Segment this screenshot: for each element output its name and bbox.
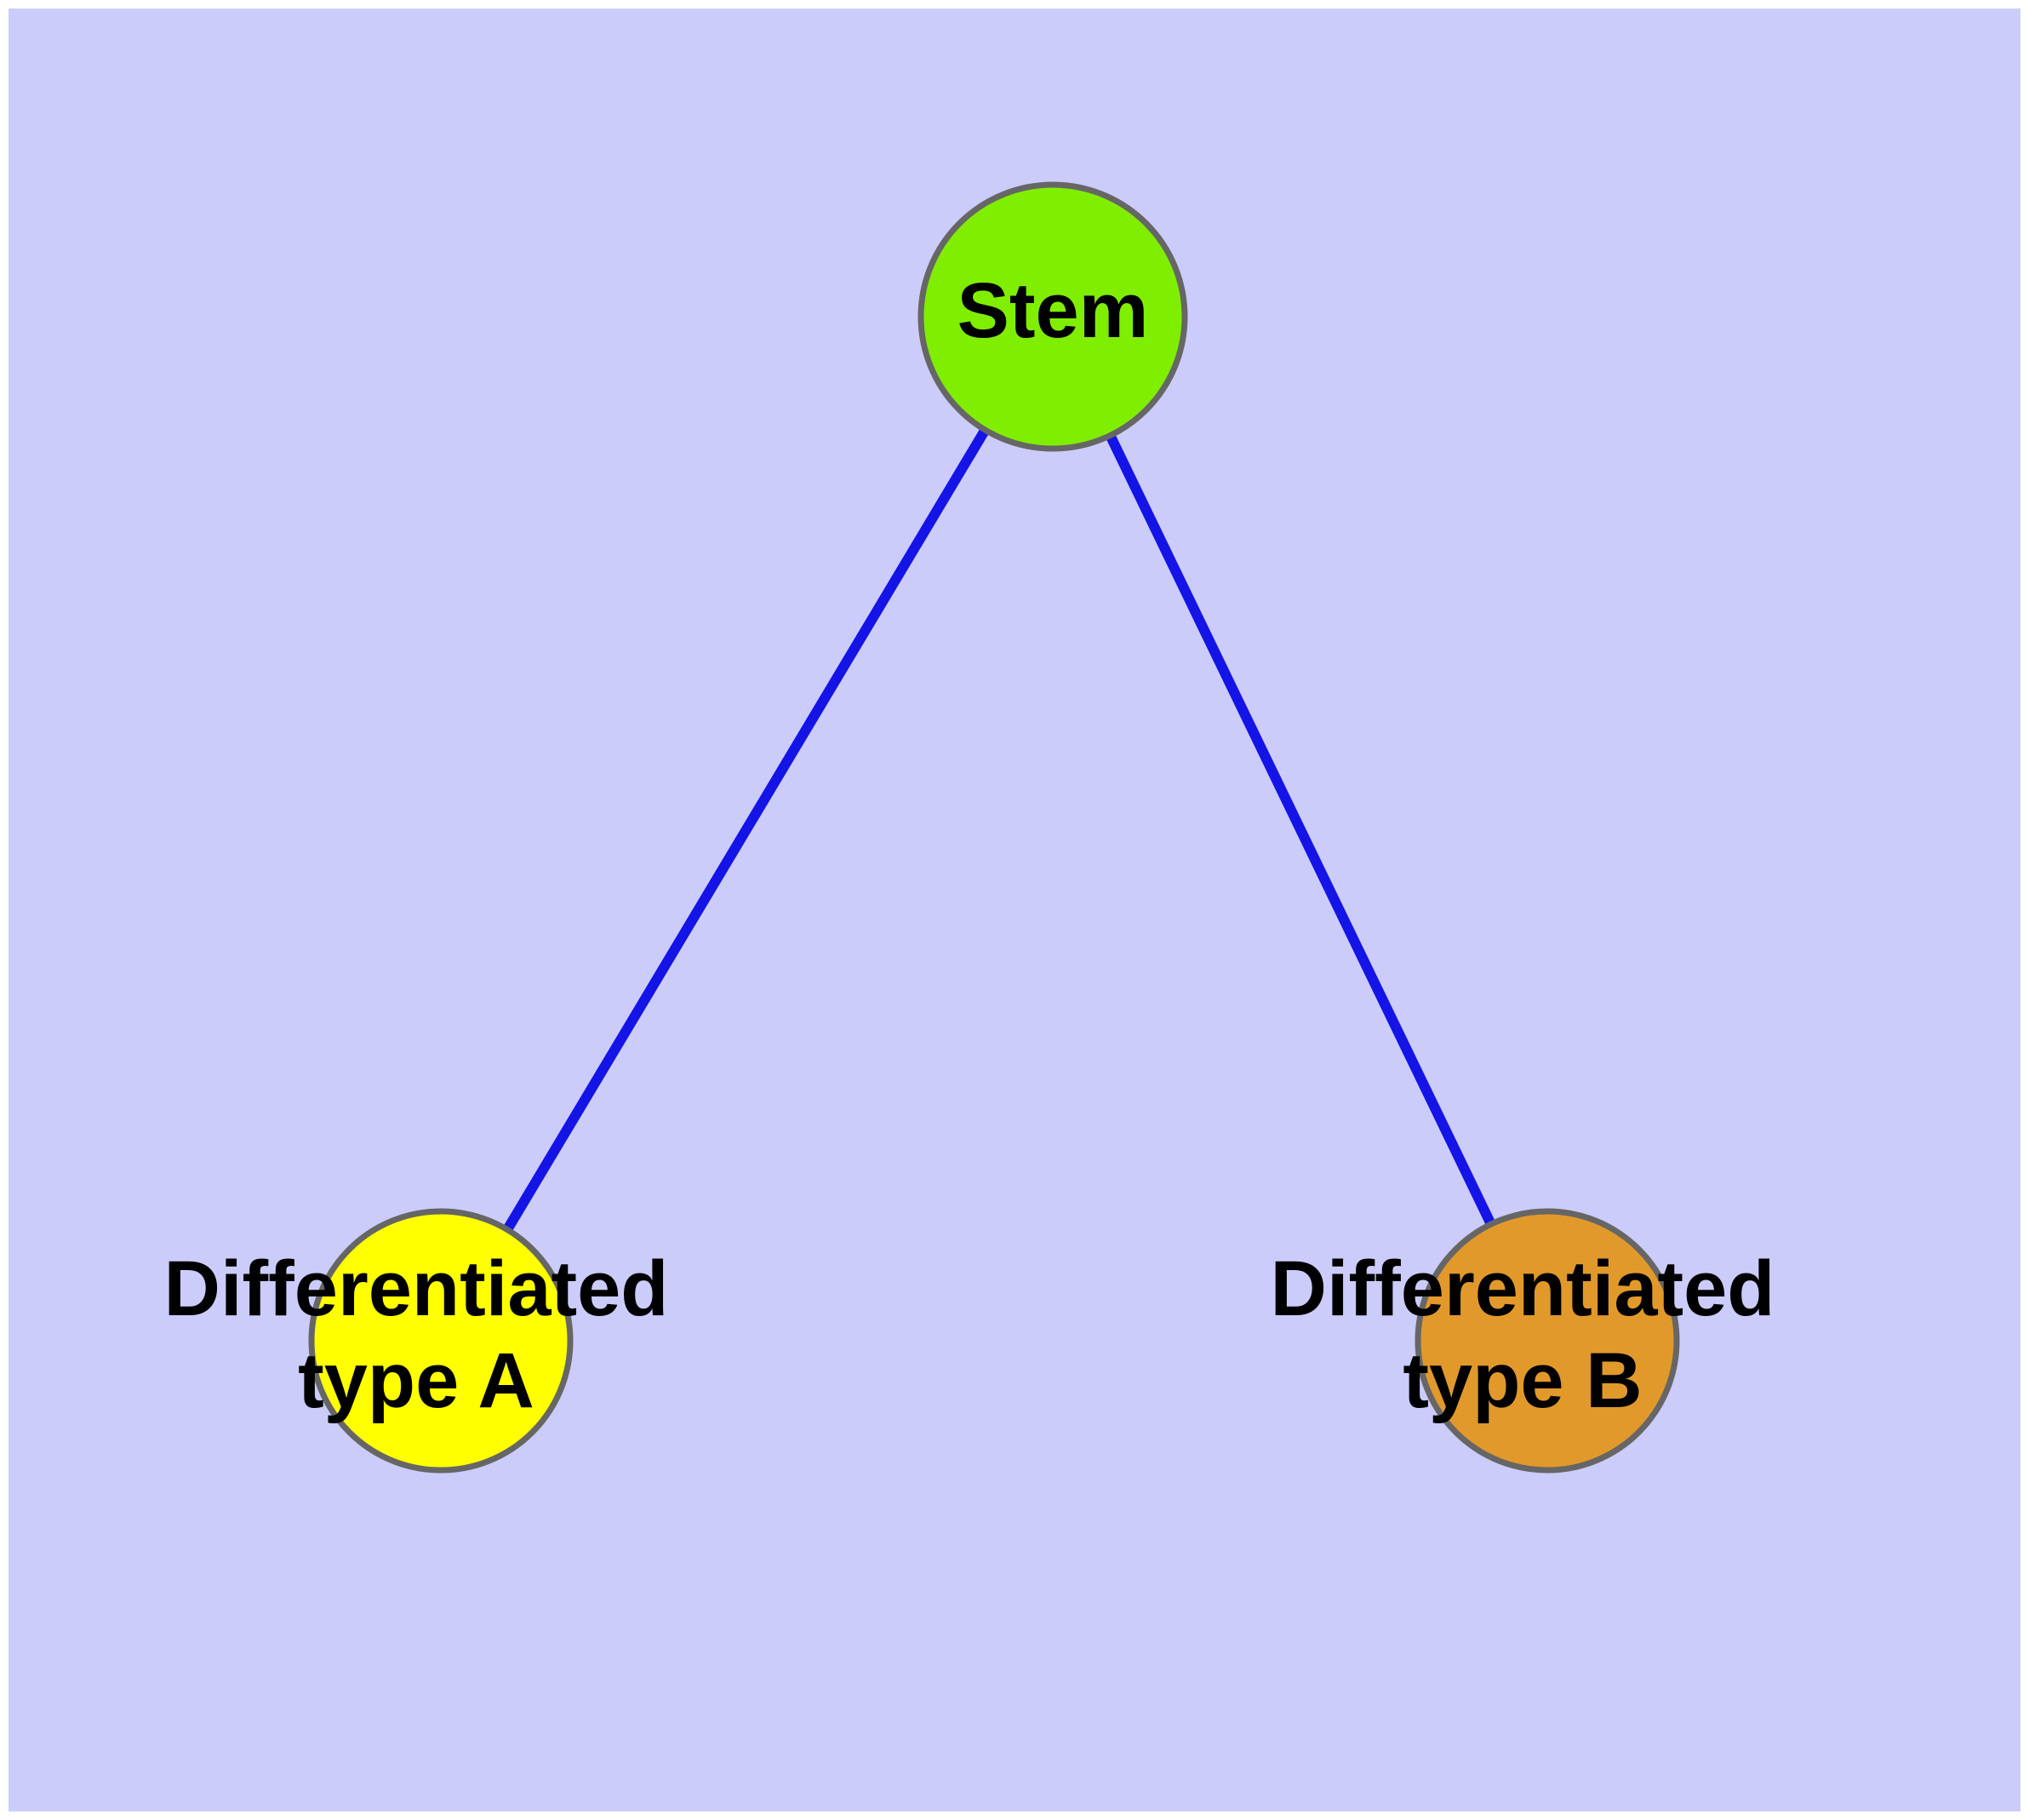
label-line: type A	[298, 1337, 534, 1424]
edge-layer	[436, 313, 1552, 1344]
node-layer	[308, 181, 1680, 1474]
graph-edge	[1048, 314, 1552, 1343]
label-line: Differentiated	[164, 1245, 669, 1332]
graph-edge	[436, 313, 1058, 1344]
graph-node-diff_b[interactable]	[1415, 1208, 1680, 1474]
label-line: Stem	[957, 267, 1149, 354]
graph-node-label-stem: Stem	[957, 267, 1149, 354]
graph-node-diff_a[interactable]	[308, 1208, 574, 1474]
label-line: type B	[1403, 1337, 1642, 1424]
graph-node-stem[interactable]	[917, 181, 1188, 452]
label-line: Differentiated	[1271, 1245, 1775, 1332]
